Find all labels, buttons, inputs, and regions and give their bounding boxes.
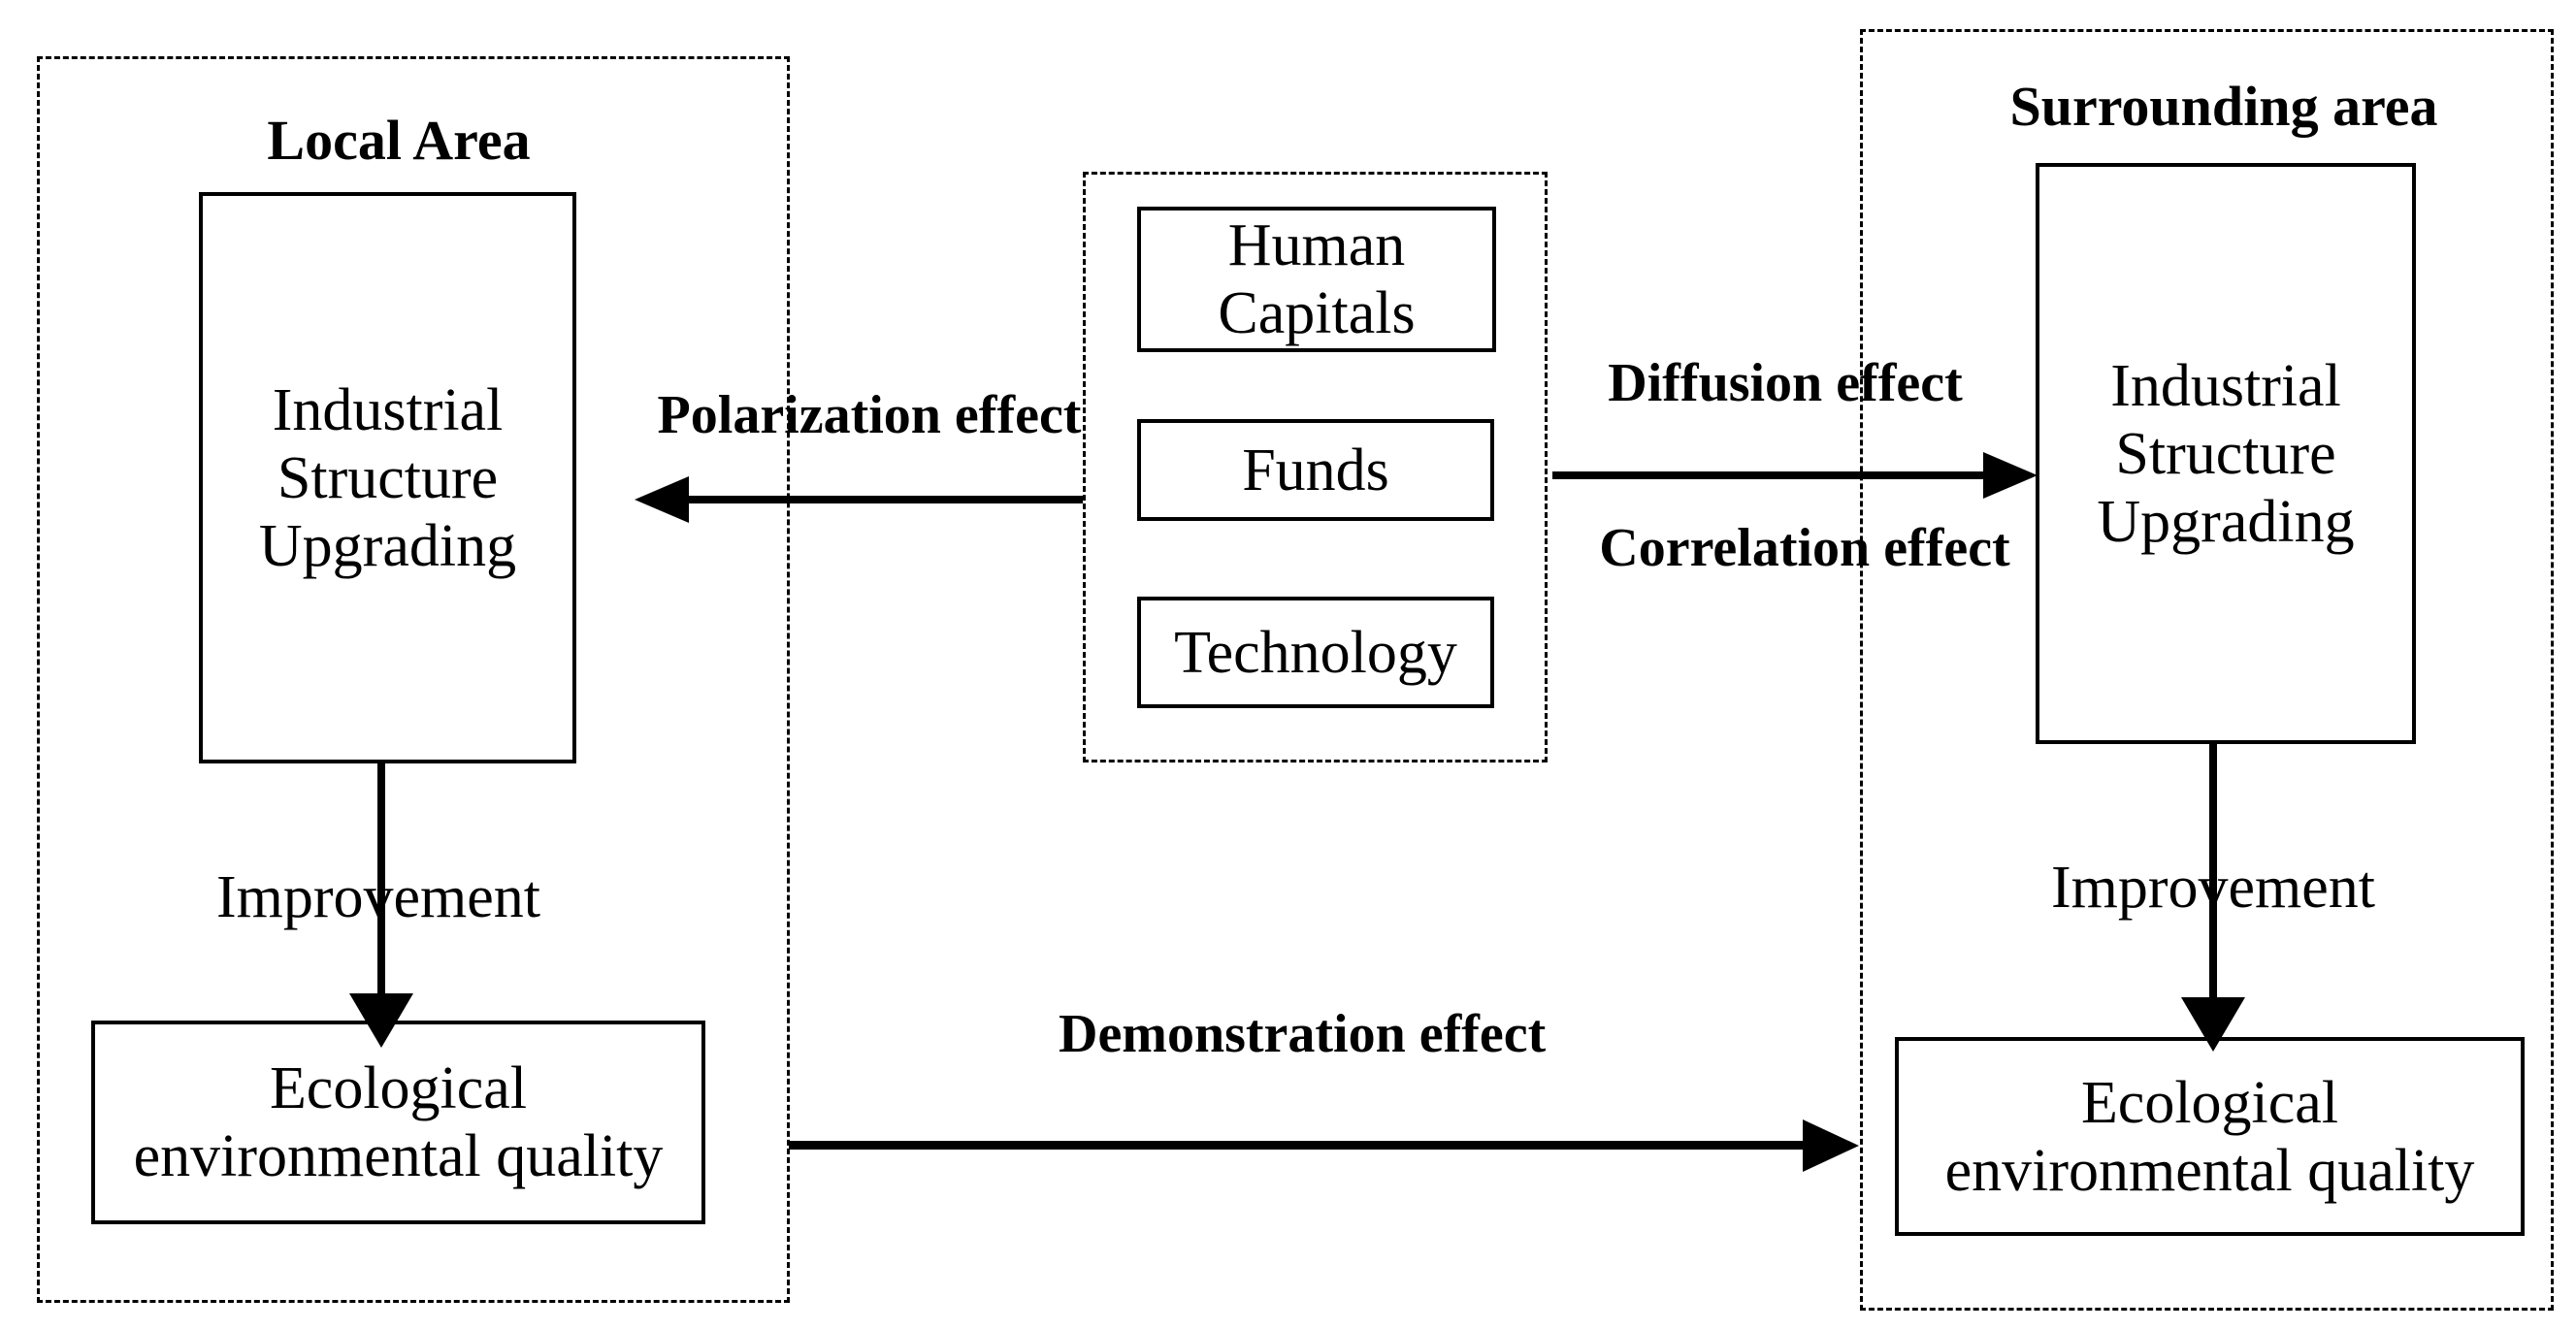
ecological-quality-box-surrounding: Ecological environmental quality — [1895, 1037, 2525, 1236]
arrow-shaft — [789, 1141, 1805, 1150]
industry-box-line: Upgrading — [2097, 488, 2355, 555]
arrow-head — [2181, 997, 2245, 1052]
technology-box: Technology — [1137, 597, 1494, 708]
industrial-structure-upgrading-box-local: Industrial Structure Upgrading — [199, 192, 576, 763]
demonstration-effect-label: Demonstration effect — [1059, 1004, 1547, 1064]
human-capitals-box: Human Capitals — [1137, 207, 1496, 352]
local-area-title: Local Area — [267, 109, 531, 172]
funds-box: Funds — [1137, 419, 1494, 521]
human-capitals-line: Capitals — [1218, 280, 1416, 346]
ecology-box-line: Ecological — [2080, 1069, 2339, 1136]
industry-box-line: Structure — [2115, 420, 2336, 487]
ecology-box-line: environmental quality — [133, 1123, 664, 1189]
correlation-effect-label: Correlation effect — [1599, 518, 2010, 578]
arrow-shaft — [685, 496, 1083, 503]
surrounding-area-region — [1860, 29, 2554, 1311]
industry-box-line: Structure — [277, 444, 499, 511]
arrow-head — [635, 476, 689, 523]
ecological-quality-box-local: Ecological environmental quality — [91, 1021, 705, 1224]
arrow-shaft — [1552, 471, 1983, 479]
diffusion-effect-label: Diffusion effect — [1608, 353, 1963, 413]
arrow-head — [1803, 1119, 1859, 1172]
industrial-structure-upgrading-box-surrounding: Industrial Structure Upgrading — [2036, 163, 2416, 744]
industry-box-line: Upgrading — [258, 512, 517, 579]
arrow-shaft — [377, 763, 385, 993]
inputs-region — [1083, 172, 1548, 762]
polarization-effect-label: Polarization effect — [657, 385, 1082, 445]
arrow-shaft — [2209, 744, 2217, 997]
industry-box-line: Industrial — [2110, 352, 2341, 419]
surrounding-area-title: Surrounding area — [2009, 75, 2438, 138]
ecology-box-line: environmental quality — [1944, 1137, 2475, 1204]
technology-label: Technology — [1174, 619, 1457, 686]
arrow-head — [1983, 452, 2038, 499]
industry-box-line: Industrial — [272, 376, 504, 443]
human-capitals-line: Human — [1227, 212, 1406, 278]
ecology-box-line: Ecological — [269, 1055, 528, 1121]
funds-label: Funds — [1242, 437, 1389, 503]
local-area-region — [37, 56, 790, 1303]
